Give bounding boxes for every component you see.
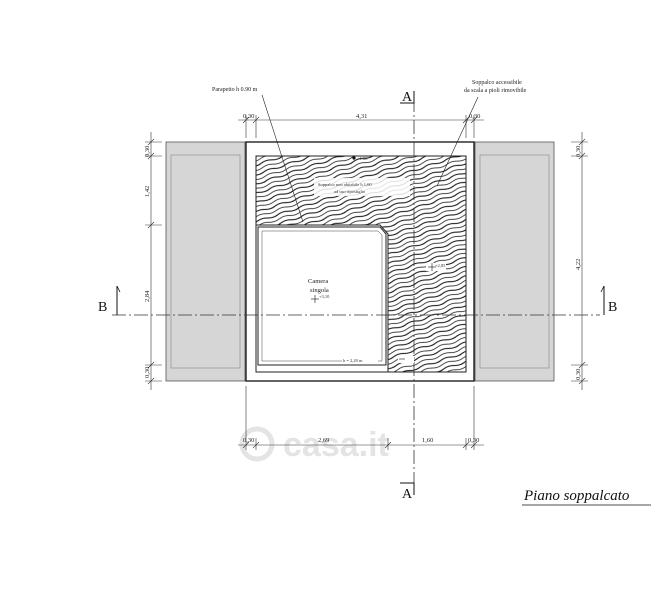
dim-right-bottom: 0,30 [575, 369, 582, 380]
section-a-bottom-label: A [402, 487, 413, 502]
svg-text:+3,10: +3,10 [319, 294, 330, 300]
dimension-chain-top [238, 115, 484, 138]
dimension-chain-right [571, 132, 588, 390]
level-marker-room: +3,10 [311, 294, 330, 303]
parapetto-note: Parapetto h 0.90 m [212, 87, 258, 93]
dim-left-mezzanine: 1,42 [144, 186, 151, 197]
mezzanine-hatch [255, 155, 467, 373]
dim-left-top: 0,30 [144, 146, 151, 157]
dim-bottom-right: 0,30 [468, 437, 479, 444]
soppalco-note-line2: da scala a pioli rimovibile [464, 88, 527, 94]
svg-text:h = 2,20 m: h = 2,20 m [343, 358, 363, 364]
dim-left-bottom: 0,30 [144, 367, 151, 378]
dim-bottom-mezzanine: 1,60 [422, 437, 433, 444]
section-a-top-label: A [402, 90, 413, 105]
section-b-left-label: B [98, 300, 107, 315]
parapetto-leader [261, 94, 304, 223]
svg-text:+2,85: +2,85 [435, 263, 446, 269]
dim-left-room: 2,84 [144, 290, 151, 302]
right-adjacent-building [474, 141, 555, 382]
level-marker-top: +1.66 [352, 156, 368, 161]
room-camera-singola [257, 226, 387, 366]
level-marker-right-bottom [398, 356, 414, 363]
level-marker-right: +2,85 [426, 263, 446, 271]
dim-bottom-room: 2,69 [318, 437, 329, 444]
level-marker-bottom: h = 2,20 m [342, 357, 378, 364]
dim-top-right: 0,30 [469, 113, 480, 120]
dim-right-main: 4,22 [575, 259, 582, 270]
dimension-chain-bottom [238, 386, 484, 450]
non-abitabile-note-line1: Soppalco non abitabile h 1,60 [318, 182, 372, 188]
soppalco-leader [436, 96, 479, 187]
non-abitabile-note-line2: ad uso ripostiglio [334, 189, 366, 194]
left-adjacent-building [165, 141, 246, 382]
drawing-caption: Piano soppalcato [523, 488, 630, 504]
dim-right-top: 0,30 [575, 146, 582, 157]
dim-top-main: 4,31 [356, 113, 367, 120]
svg-text:+1.66: +1.66 [357, 156, 368, 161]
dim-top-left: 0,30 [243, 113, 254, 120]
room-name-line1: Camera [308, 278, 328, 285]
dim-bottom-left: 0,30 [243, 437, 254, 444]
section-b-right-label: B [608, 300, 617, 315]
soppalco-note-line1: Soppalco accessibile [472, 80, 522, 86]
dimension-chain-left [145, 132, 162, 390]
room-name-line2: singola [310, 287, 329, 294]
